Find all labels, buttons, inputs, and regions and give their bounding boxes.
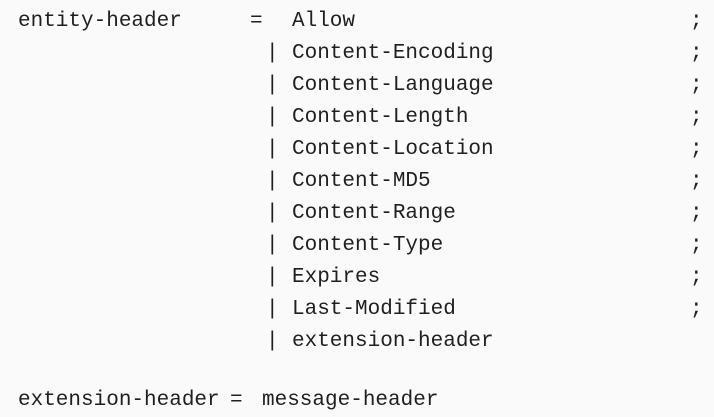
grammar-line: | Content-Language ; — [0, 70, 714, 102]
grammar-line: | Expires ; — [0, 262, 714, 294]
grammar-line: | Content-Encoding ; — [0, 38, 714, 70]
rule-name: entity-header — [18, 10, 182, 33]
alternative-token: extension-header — [292, 330, 494, 353]
alternative-token: Content-Range — [292, 202, 456, 225]
alternative-token: Content-Type — [292, 234, 444, 257]
alternative-token: Last-Modified — [292, 298, 456, 321]
alternation-bar: | — [266, 266, 279, 289]
alternative-token: Expires — [292, 266, 381, 289]
comment-semicolon: ; — [690, 298, 703, 321]
alternative-token: Allow — [292, 10, 356, 33]
alternative-token: Content-Length — [292, 106, 469, 129]
grammar-line: extension-header = message-header — [0, 385, 714, 417]
grammar-line: | Content-Location ; — [0, 134, 714, 166]
grammar-line: | Content-Type ; — [0, 230, 714, 262]
alternation-bar: | — [266, 138, 279, 161]
grammar-line: | extension-header — [0, 326, 714, 358]
comment-semicolon: ; — [690, 74, 703, 97]
alternative-token: Content-Language — [292, 74, 494, 97]
equals-sign: = — [250, 10, 263, 33]
alternation-bar: | — [266, 330, 279, 353]
alternation-bar: | — [266, 202, 279, 225]
alternation-bar: | — [266, 170, 279, 193]
alternation-bar: | — [266, 42, 279, 65]
rule-definition: message-header — [262, 389, 439, 412]
alternation-bar: | — [266, 298, 279, 321]
alternative-token: Content-MD5 — [292, 170, 431, 193]
grammar-line: | Last-Modified ; — [0, 294, 714, 326]
comment-semicolon: ; — [690, 234, 703, 257]
rule-name: extension-header — [18, 389, 220, 412]
comment-semicolon: ; — [690, 10, 703, 33]
grammar-line: entity-header = Allow ; — [0, 6, 714, 38]
alternation-bar: | — [266, 106, 279, 129]
comment-semicolon: ; — [690, 42, 703, 65]
grammar-line: | Content-Range ; — [0, 198, 714, 230]
alternation-bar: | — [266, 234, 279, 257]
comment-semicolon: ; — [690, 106, 703, 129]
grammar-line: | Content-MD5 ; — [0, 166, 714, 198]
comment-semicolon: ; — [690, 202, 703, 225]
equals-sign: = — [230, 389, 243, 412]
alternative-token: Content-Location — [292, 138, 494, 161]
comment-semicolon: ; — [690, 266, 703, 289]
comment-semicolon: ; — [690, 138, 703, 161]
alternation-bar: | — [266, 74, 279, 97]
grammar-line: | Content-Length ; — [0, 102, 714, 134]
alternative-token: Content-Encoding — [292, 42, 494, 65]
comment-semicolon: ; — [690, 170, 703, 193]
